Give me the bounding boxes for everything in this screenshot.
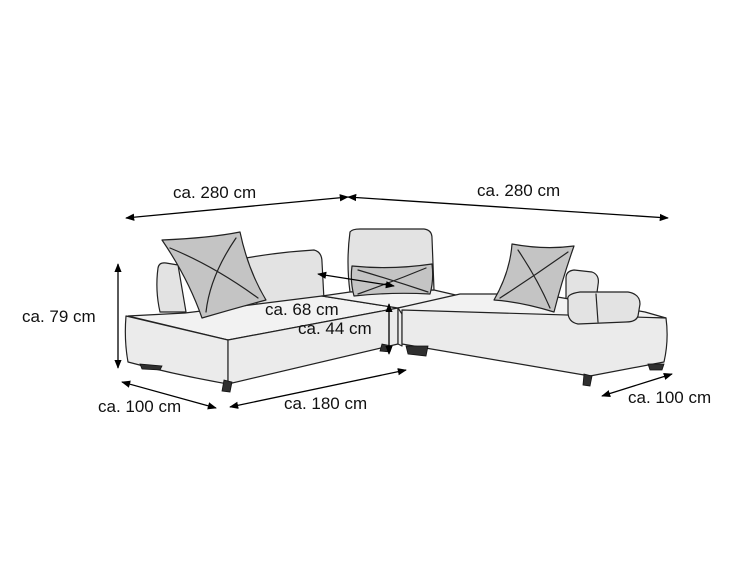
dimension-lines <box>114 193 673 410</box>
dimension-labels: ca. 280 cm ca. 280 cm ca. 79 cm ca. 68 c… <box>22 181 711 416</box>
dim-line-depth-right <box>601 372 673 398</box>
leg <box>647 363 665 371</box>
left-back-cushion <box>245 249 325 309</box>
leg <box>405 345 429 357</box>
right-bolster-pillow <box>567 291 641 325</box>
sofa-illustration <box>124 228 668 393</box>
label-width-left: ca. 280 cm <box>173 183 256 202</box>
left-throw-pillow <box>161 231 267 319</box>
right-throw-pillow <box>493 243 575 313</box>
dim-line-back-height <box>317 271 395 289</box>
leg <box>139 363 163 371</box>
right-chaise-front <box>401 309 668 377</box>
label-depth-left: ca. 100 cm <box>98 397 181 416</box>
label-depth-right: ca. 100 cm <box>628 388 711 407</box>
leg <box>582 373 593 387</box>
label-back-height: ca. 68 cm <box>265 300 339 319</box>
dim-line-width-left <box>125 194 349 221</box>
center-lumbar-pillow <box>350 263 434 297</box>
left-back-cushion-small <box>156 262 187 313</box>
bolster-seam <box>595 293 599 323</box>
label-length-left: ca. 180 cm <box>284 394 367 413</box>
label-total-height: ca. 79 cm <box>22 307 96 326</box>
label-seat-height: ca. 44 cm <box>298 319 372 338</box>
dim-line-width-right <box>347 193 669 222</box>
label-width-right: ca. 280 cm <box>477 181 560 200</box>
dim-line-depth-left <box>121 380 217 410</box>
leg <box>221 379 233 393</box>
dim-line-length-left <box>229 368 407 409</box>
